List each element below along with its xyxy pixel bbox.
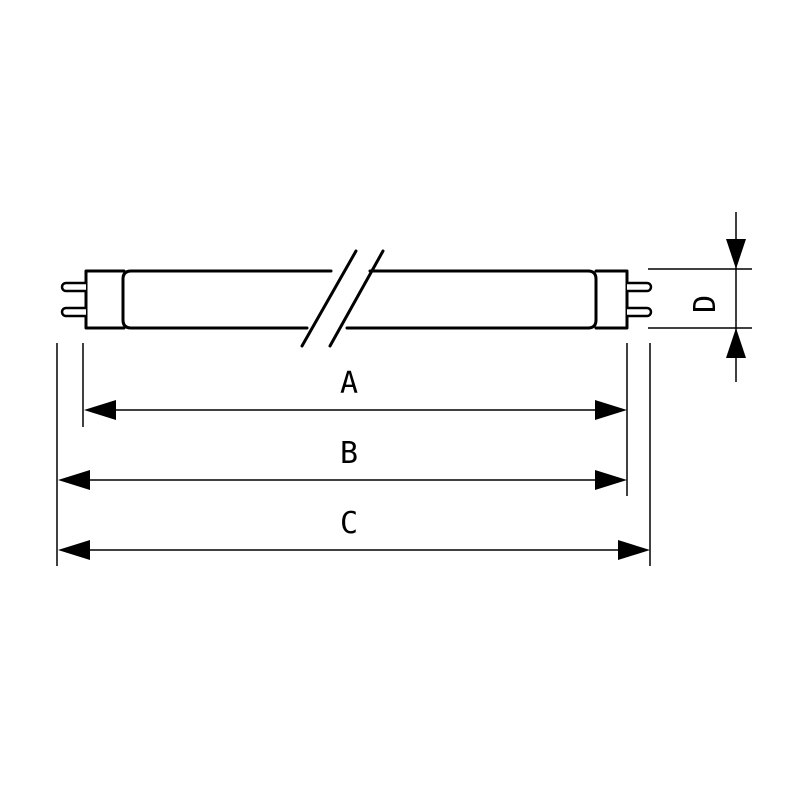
tube-body-right [345,269,598,330]
dimension-label-a: A [340,366,358,401]
arrowhead-a-right [595,400,627,420]
arrowhead-d-bottom [726,328,746,358]
dimension-label-b: B [340,436,358,471]
arrowhead-c-right [618,540,650,560]
left-end-cap [84,269,126,330]
dimension-d: D [688,212,746,382]
fluorescent-tube [84,269,629,330]
dimension-c: C [58,506,650,560]
arrowhead-c-left [58,540,90,560]
break-marks [300,249,385,348]
tube-body-left [121,269,333,330]
dimension-a: A [84,366,627,420]
right-end-cap [594,269,629,330]
arrowhead-d-top [726,239,746,269]
extension-lines [56,268,752,566]
dimension-b: B [58,436,627,490]
left-pins [60,281,86,318]
dimension-label-c: C [340,506,358,541]
right-pins [627,281,653,318]
arrowhead-a-left [84,400,116,420]
arrowhead-b-right [595,470,627,490]
arrowhead-b-left [58,470,90,490]
dimension-label-d: D [688,295,723,313]
